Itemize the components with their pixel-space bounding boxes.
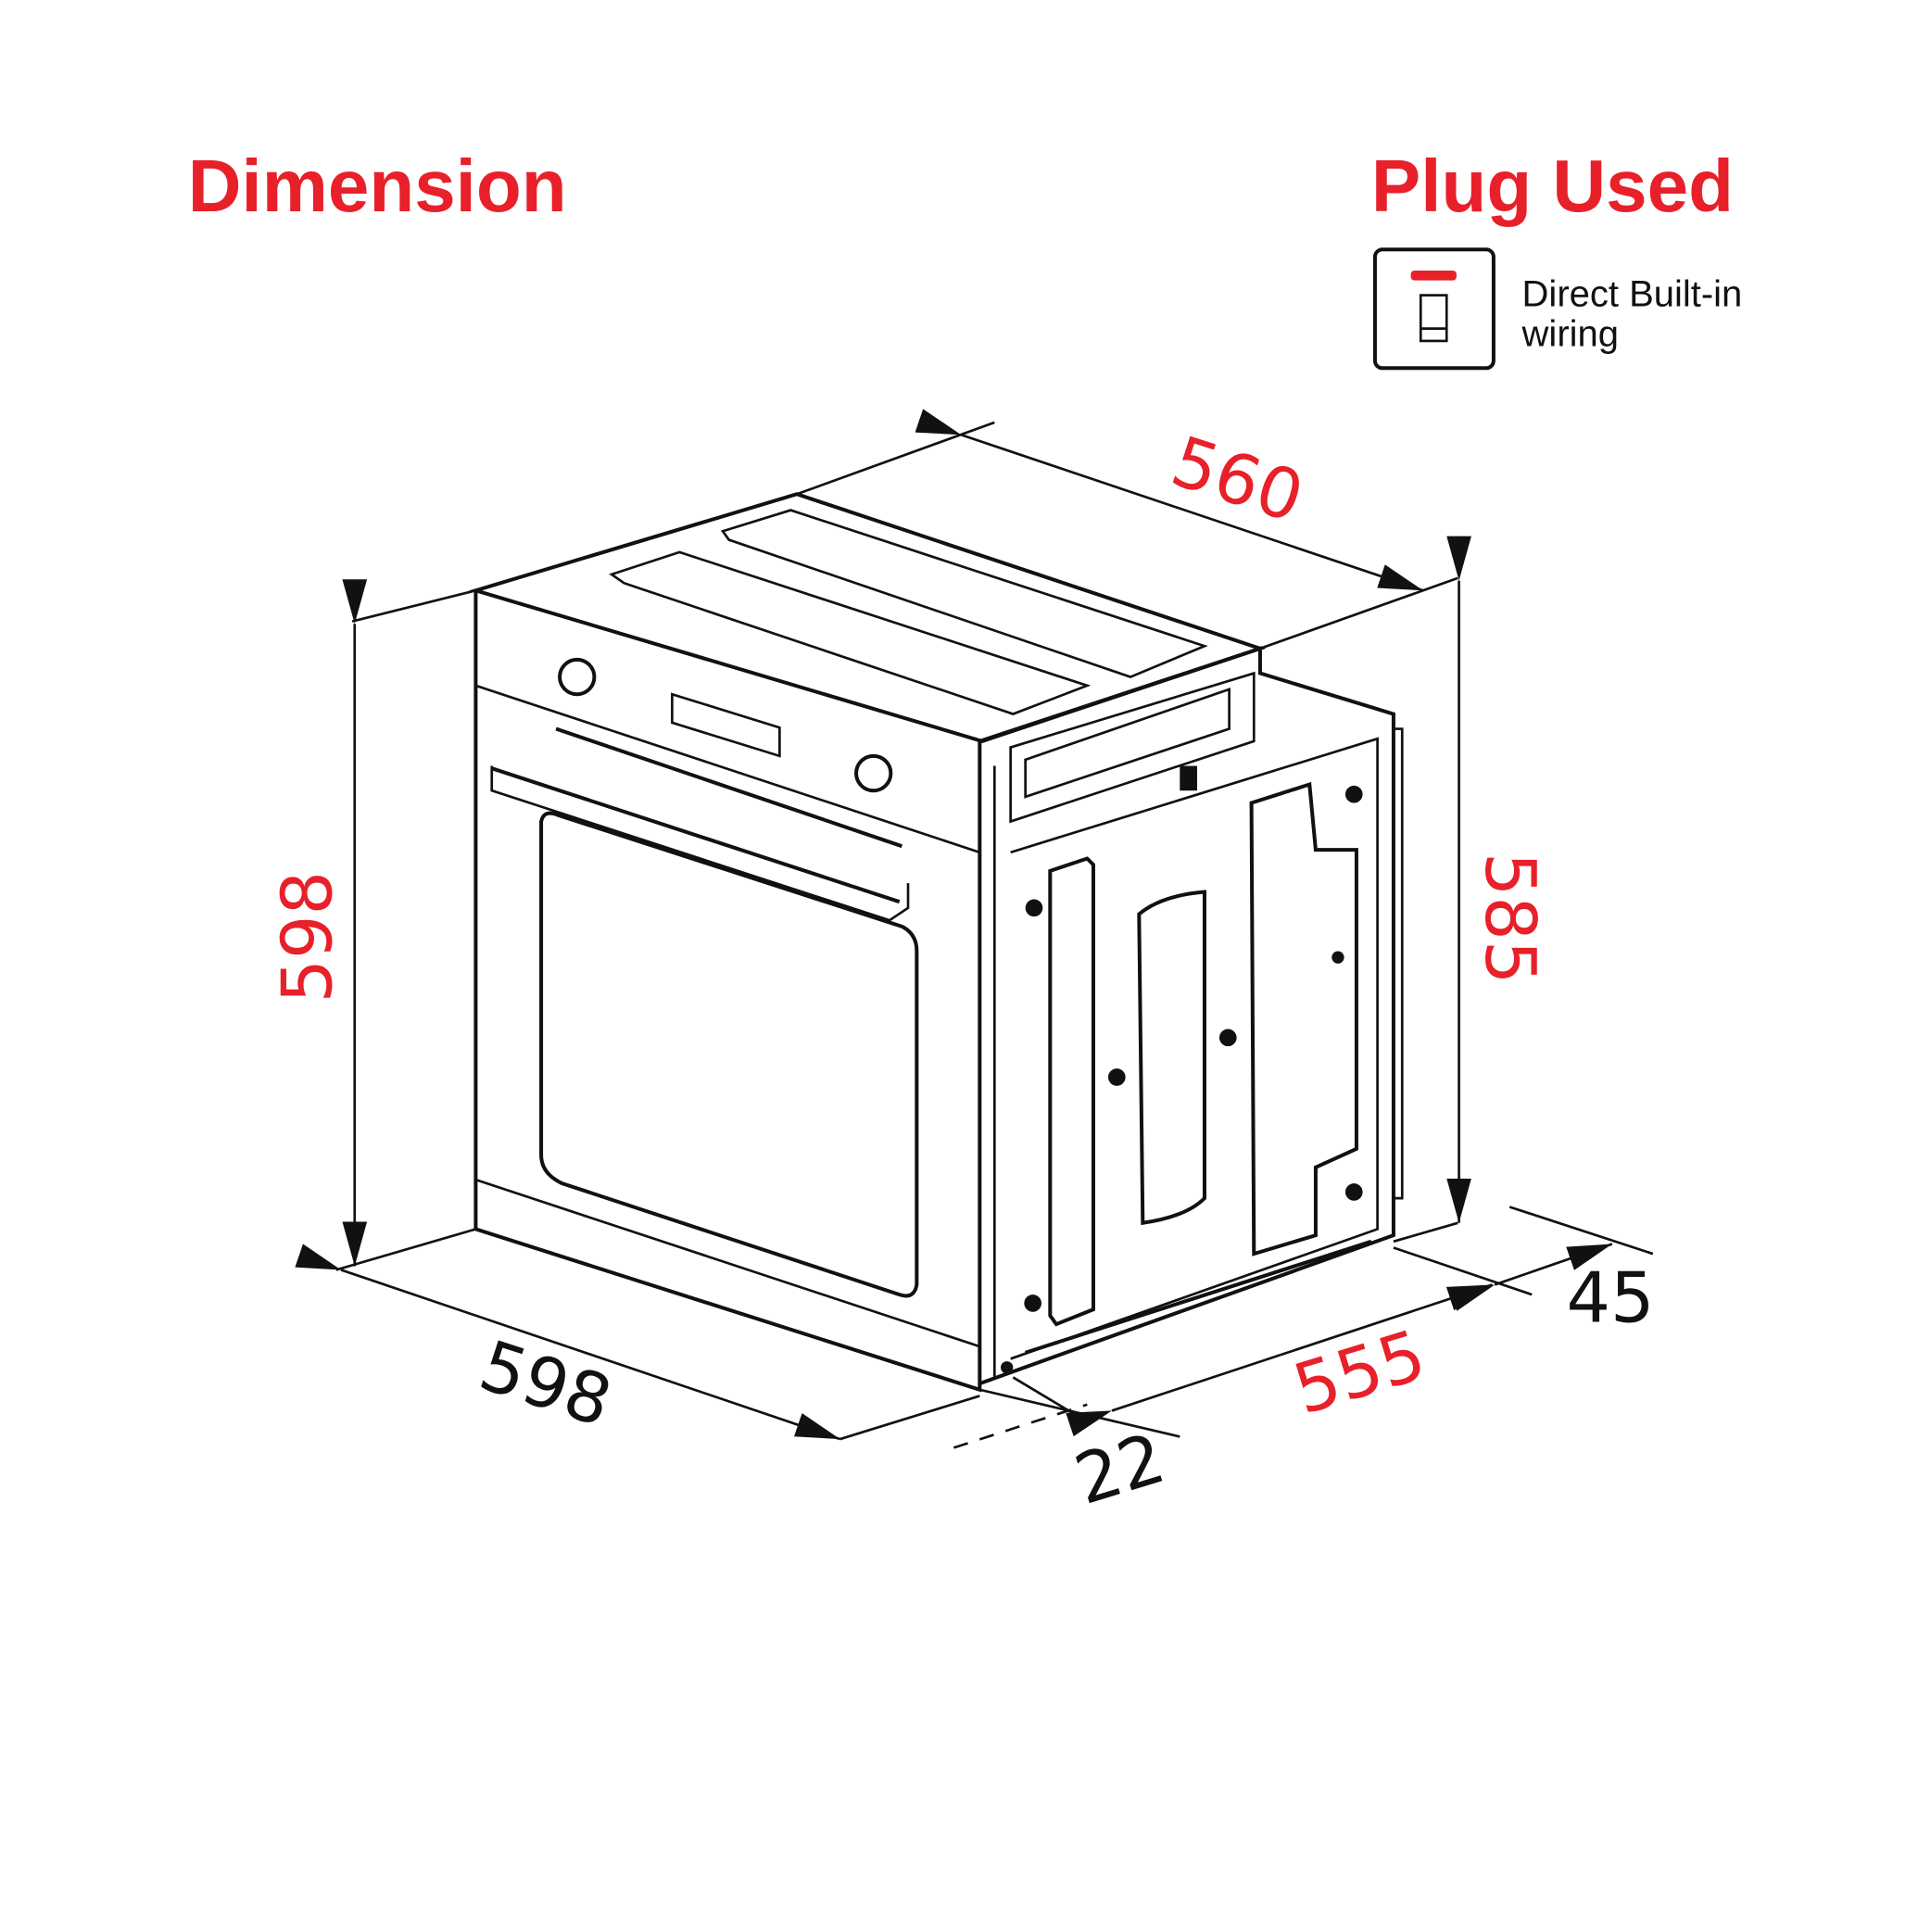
oven-drawing (469, 492, 1404, 1393)
height-front-label: 598 (267, 871, 347, 1003)
width-front-label: 598 (471, 1325, 621, 1443)
plug-type-line2: wiring (1521, 313, 1619, 354)
dimension-heading: Dimension (188, 145, 567, 227)
front-offset-label: 22 (1066, 1418, 1173, 1521)
plug-used-heading: Plug Used (1371, 145, 1734, 227)
wall-switch-icon (1372, 247, 1496, 371)
depth-top-label: 560 (1162, 421, 1312, 538)
depth-side-label: 555 (1284, 1315, 1434, 1431)
height-side-label: 585 (1470, 852, 1550, 984)
dimension-lines (295, 409, 1654, 1449)
plug-type-line1: Direct Built-in (1522, 274, 1743, 315)
rear-offset-label: 45 (1567, 1257, 1655, 1338)
